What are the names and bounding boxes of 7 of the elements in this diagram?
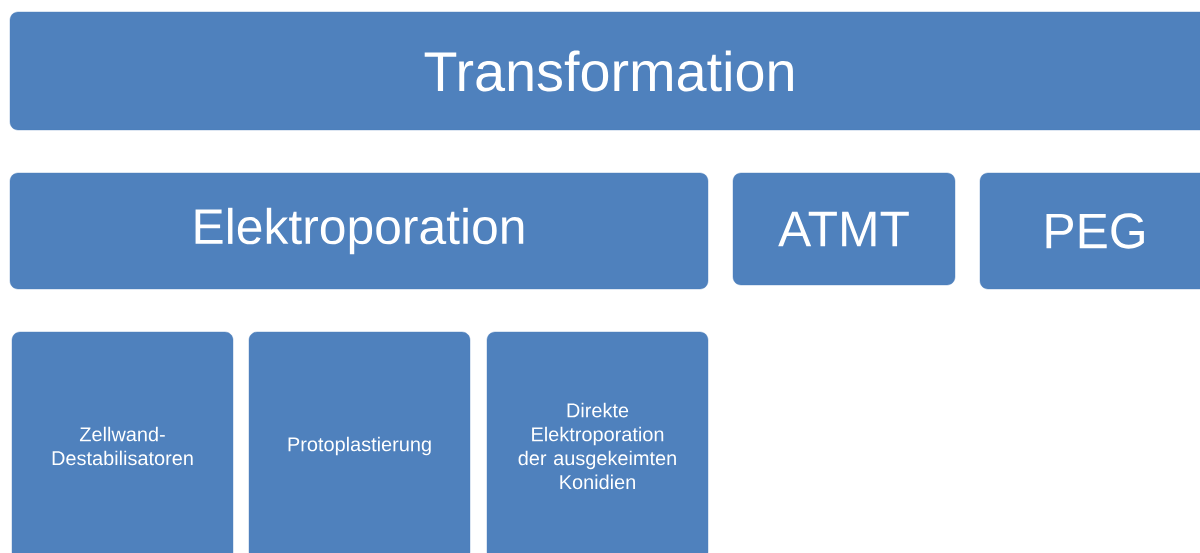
method-box: Elektroporation: [9, 172, 709, 290]
method-box: Transformation: [9, 11, 1200, 131]
method-box: PEG: [979, 172, 1200, 290]
method-box: Protoplastierung: [248, 331, 471, 553]
method-box: Zellwand-Destabilisatoren: [11, 331, 234, 553]
method-box: Direkte Elektroporation der ausgekeimten Konidien: [486, 331, 709, 553]
method-box: ATMT: [732, 172, 956, 286]
